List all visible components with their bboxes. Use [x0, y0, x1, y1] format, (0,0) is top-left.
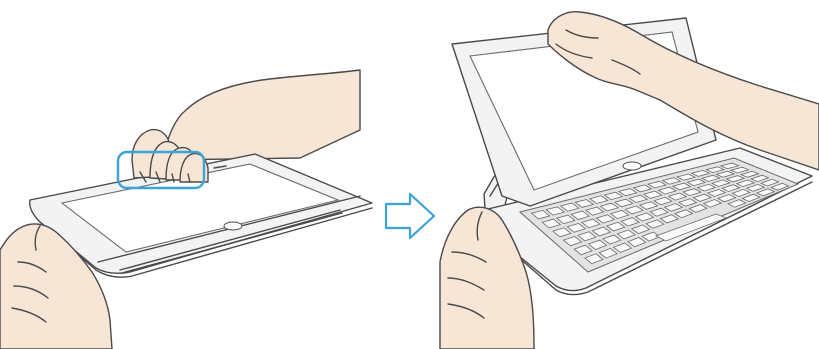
upper-arm — [162, 70, 360, 160]
home-button — [224, 222, 242, 230]
lid-home-button — [623, 162, 641, 170]
next-step-arrow-icon — [386, 194, 434, 238]
tablet-mode-illustration — [0, 70, 372, 349]
laptop-mode-illustration — [440, 12, 819, 349]
